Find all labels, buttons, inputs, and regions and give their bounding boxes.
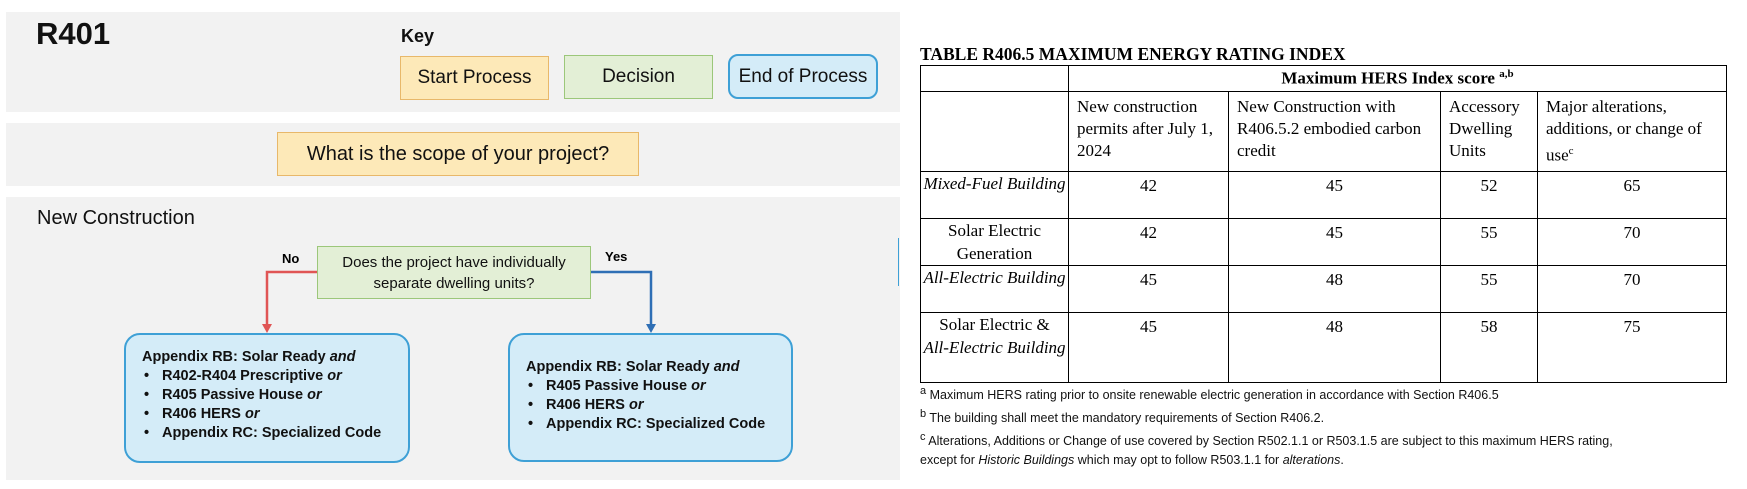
- row-header: All-Electric Building: [920, 264, 1069, 313]
- table-cell: 45: [1228, 170, 1441, 219]
- end-box-no-path: Appendix RB: Solar Ready and R402-R404 P…: [124, 333, 410, 463]
- column-header: Accessory Dwelling Units: [1440, 91, 1538, 172]
- table-cell: 45: [1068, 311, 1229, 383]
- column-header: New Construction with R406.5.2 embodied …: [1228, 91, 1441, 172]
- end-left-list: R402-R404 Prescriptive or R405 Passive H…: [142, 368, 396, 441]
- table-cell: 42: [1068, 170, 1229, 219]
- hers-table: Maximum HERS Index score a,b New constru…: [920, 65, 1727, 383]
- key-label: Key: [401, 26, 435, 46]
- no-arrow-line: [265, 270, 317, 325]
- footnote-c-cont: except for Historic Buildings which may …: [920, 453, 1344, 468]
- flow-arrows: [262, 270, 656, 333]
- yes-label: Yes: [605, 249, 628, 264]
- divider: [898, 238, 899, 286]
- end-box-yes-path: Appendix RB: Solar Ready and R405 Passiv…: [508, 333, 793, 462]
- table-cell: 48: [1228, 264, 1441, 313]
- table-title: TABLE R406.5 MAXIMUM ENERGY RATING INDEX: [920, 44, 1346, 64]
- table-cell: 55: [1440, 217, 1538, 266]
- no-arrowhead: [262, 324, 272, 333]
- key-decision: Decision: [564, 55, 713, 99]
- list-item: R402-R404 Prescriptive or: [142, 368, 396, 384]
- column-header: New construction permits after July 1, 2…: [1068, 91, 1229, 172]
- table-row: Solar Electric &All-Electric Building 45…: [920, 311, 1727, 383]
- table-row: All-Electric Building 45 48 55 70: [920, 264, 1727, 313]
- page-title: R401: [36, 16, 111, 51]
- table-cell: 65: [1537, 170, 1727, 219]
- table-row: Maximum HERS Index score a,b: [920, 65, 1727, 92]
- table-row: New construction permits after July 1, 2…: [920, 91, 1727, 172]
- key-end-of-process: End of Process: [728, 54, 878, 99]
- table-footnotes: a Maximum HERS rating prior to onsite re…: [920, 382, 1740, 470]
- list-item: R406 HERS or: [142, 406, 396, 422]
- dwelling-units-question: Does the project have individually separ…: [317, 246, 591, 299]
- end-right-head: Appendix RB: Solar Ready and: [526, 359, 740, 375]
- table-row: Solar Electric Generation 42 45 55 70: [920, 217, 1727, 266]
- list-item: R405 Passive House or: [526, 378, 779, 394]
- table-corner: [920, 65, 1069, 92]
- table-cell: 55: [1440, 264, 1538, 313]
- list-item: R405 Passive House or: [142, 387, 396, 403]
- footnote-b: b The building shall meet the mandatory …: [920, 408, 1325, 426]
- scope-question-box: What is the scope of your project?: [277, 132, 639, 176]
- table-cell: 52: [1440, 170, 1538, 219]
- table-cell: 58: [1440, 311, 1538, 383]
- table-row: Mixed-Fuel Building 42 45 52 65: [920, 170, 1727, 219]
- table-cell: 48: [1228, 311, 1441, 383]
- table-cell: 70: [1537, 264, 1727, 313]
- table-corner-2: [920, 91, 1069, 172]
- group-header: Maximum HERS Index score a,b: [1068, 65, 1727, 92]
- table-cell: 75: [1537, 311, 1727, 383]
- footnote-c: c Alterations, Additions or Change of us…: [920, 431, 1613, 449]
- list-item: Appendix RC: Specialized Code: [526, 416, 779, 432]
- footnote-a: a Maximum HERS rating prior to onsite re…: [920, 385, 1499, 403]
- yes-arrow-line: [591, 270, 653, 325]
- end-left-head: Appendix RB: Solar Ready and: [142, 349, 356, 365]
- yes-arrowhead: [646, 324, 656, 333]
- column-header: Major alterations, additions, or change …: [1537, 91, 1727, 172]
- row-header: Mixed-Fuel Building: [920, 170, 1069, 219]
- end-right-list: R405 Passive House or R406 HERS or Appen…: [526, 378, 779, 432]
- row-header: Solar Electric Generation: [920, 217, 1069, 266]
- row-header: Solar Electric &All-Electric Building: [920, 311, 1069, 383]
- table-cell: 45: [1068, 264, 1229, 313]
- list-item: R406 HERS or: [526, 397, 779, 413]
- new-construction-title: New Construction: [37, 207, 195, 229]
- table-cell: 70: [1537, 217, 1727, 266]
- no-label: No: [282, 251, 300, 266]
- table-cell: 42: [1068, 217, 1229, 266]
- key-start-process: Start Process: [400, 56, 549, 100]
- table-cell: 45: [1228, 217, 1441, 266]
- list-item: Appendix RC: Specialized Code: [142, 425, 396, 441]
